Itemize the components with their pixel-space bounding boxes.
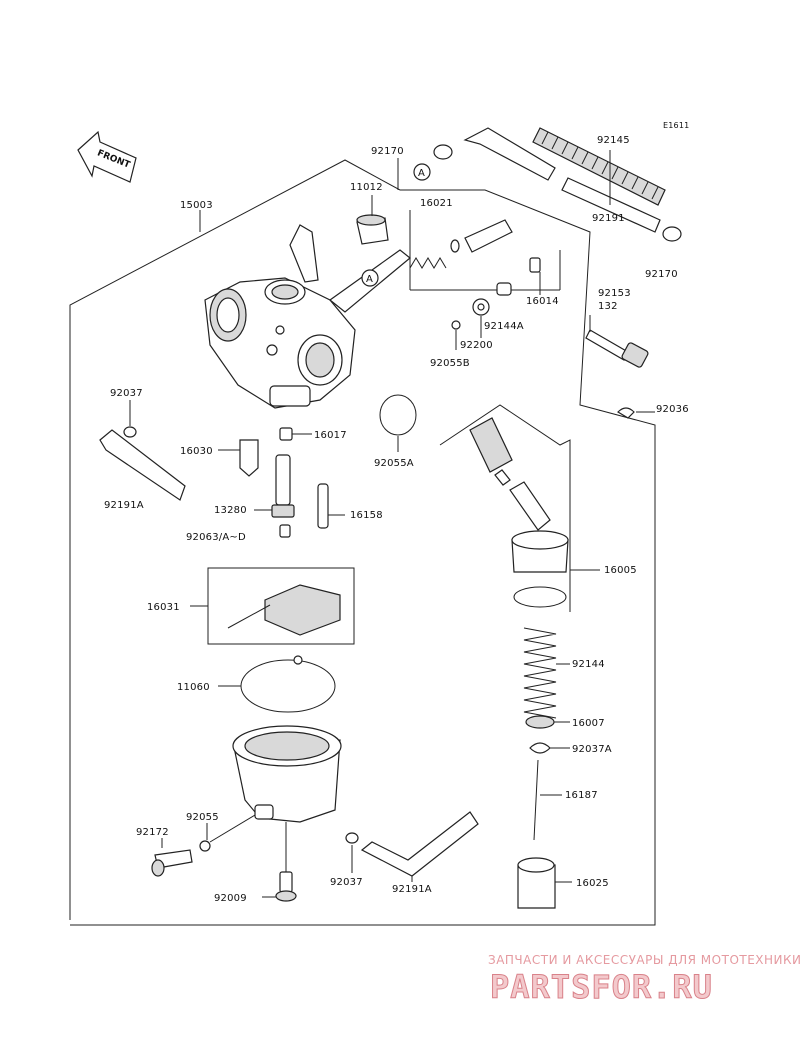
watermark-caption: ЗАПЧАСТИ И АКСЕССУАРЫ ДЛЯ МОТОТЕХНИКИ bbox=[488, 953, 800, 967]
label-92172: 92172 bbox=[136, 827, 169, 838]
valve-16025 bbox=[517, 857, 556, 909]
label-16031: 16031 bbox=[147, 602, 180, 613]
tube-13280 bbox=[271, 454, 295, 538]
assembly-boundary bbox=[69, 159, 656, 926]
spring-16021 bbox=[409, 219, 513, 269]
label-15003: 15003 bbox=[180, 200, 213, 211]
clamp-92037-left bbox=[123, 426, 137, 438]
label-92144a: 92144A bbox=[484, 321, 524, 332]
drain-screw-92009 bbox=[275, 871, 297, 902]
clamp-92037-bottom bbox=[345, 832, 359, 844]
needle-16187 bbox=[533, 759, 539, 841]
spring-92144 bbox=[523, 627, 557, 719]
callout-a-marker-top: A bbox=[413, 163, 431, 181]
throttle-cap-16005 bbox=[469, 417, 569, 573]
label-92191: 92191 bbox=[592, 213, 625, 224]
drain-hose-bottom bbox=[360, 811, 479, 877]
label-92170-right: 92170 bbox=[645, 269, 678, 280]
o-ring-92055b bbox=[451, 320, 461, 330]
label-16017: 16017 bbox=[314, 430, 347, 441]
label-132: 132 bbox=[598, 301, 618, 312]
label-16187: 16187 bbox=[565, 790, 598, 801]
label-16021: 16021 bbox=[420, 198, 453, 209]
float-16031 bbox=[207, 567, 355, 645]
drain-hose-left bbox=[99, 429, 186, 501]
label-92037-left: 92037 bbox=[110, 388, 143, 399]
label-92055a: 92055A bbox=[374, 458, 414, 469]
label-92191a-bottom: 92191A bbox=[392, 884, 432, 895]
label-11060: 11060 bbox=[177, 682, 210, 693]
watermark-site: PARTSFOR.RU bbox=[490, 968, 713, 1006]
spring-92144a bbox=[496, 282, 512, 296]
label-16158: 16158 bbox=[350, 510, 383, 521]
gasket-11060-tab bbox=[293, 655, 303, 665]
o-ring-92055a bbox=[379, 394, 417, 436]
carburetor-body bbox=[204, 224, 411, 409]
screw-92172 bbox=[151, 849, 193, 877]
clip-92037a bbox=[529, 742, 551, 754]
svg-text:A: A bbox=[418, 168, 425, 179]
gasket-11060 bbox=[240, 659, 336, 713]
label-92037-bottom: 92037 bbox=[330, 877, 363, 888]
svg-text:A: A bbox=[366, 274, 373, 285]
label-92200: 92200 bbox=[460, 340, 493, 351]
front-arrow-icon: FRONT bbox=[77, 130, 137, 183]
fuel-hose-top bbox=[463, 127, 661, 233]
label-92037a: 92037A bbox=[572, 744, 612, 755]
leader-92055-to-bowl bbox=[209, 814, 256, 843]
float-bowl bbox=[232, 725, 342, 823]
spring-92145 bbox=[532, 127, 666, 206]
o-ring-92055 bbox=[199, 840, 211, 852]
screw-16014 bbox=[529, 257, 541, 273]
label-92170-top: 92170 bbox=[371, 146, 404, 157]
label-92144: 92144 bbox=[572, 659, 605, 670]
label-13280: 13280 bbox=[214, 505, 247, 516]
gasket-16005 bbox=[513, 586, 567, 608]
label-16025: 16025 bbox=[576, 878, 609, 889]
screw-16158 bbox=[317, 483, 329, 529]
label-92191a-left: 92191A bbox=[104, 500, 144, 511]
seat-16007 bbox=[525, 715, 555, 729]
label-92036: 92036 bbox=[656, 404, 689, 415]
washer-92200 bbox=[472, 298, 490, 316]
cap-11012 bbox=[356, 214, 389, 245]
label-16005: 16005 bbox=[604, 565, 637, 576]
bracket-16005 bbox=[439, 404, 571, 612]
label-92153: 92153 bbox=[598, 288, 631, 299]
label-16014: 16014 bbox=[526, 296, 559, 307]
label-16030: 16030 bbox=[180, 446, 213, 457]
label-92055b: 92055B bbox=[430, 358, 470, 369]
callout-a-marker-body: A bbox=[361, 269, 379, 287]
label-92145: 92145 bbox=[597, 135, 630, 146]
clip-92036 bbox=[617, 407, 635, 419]
clamp-92170-top bbox=[433, 144, 453, 160]
label-92009: 92009 bbox=[214, 893, 247, 904]
jet-16017 bbox=[279, 427, 293, 441]
jet-16030 bbox=[239, 439, 259, 477]
reference-code: E1611 bbox=[663, 121, 689, 130]
label-16007: 16007 bbox=[572, 718, 605, 729]
label-92055: 92055 bbox=[186, 812, 219, 823]
bolt-92153 bbox=[585, 329, 649, 368]
clamp-92170-right bbox=[662, 226, 682, 242]
label-92063: 92063/A~D bbox=[186, 532, 246, 543]
label-11012: 11012 bbox=[350, 182, 383, 193]
